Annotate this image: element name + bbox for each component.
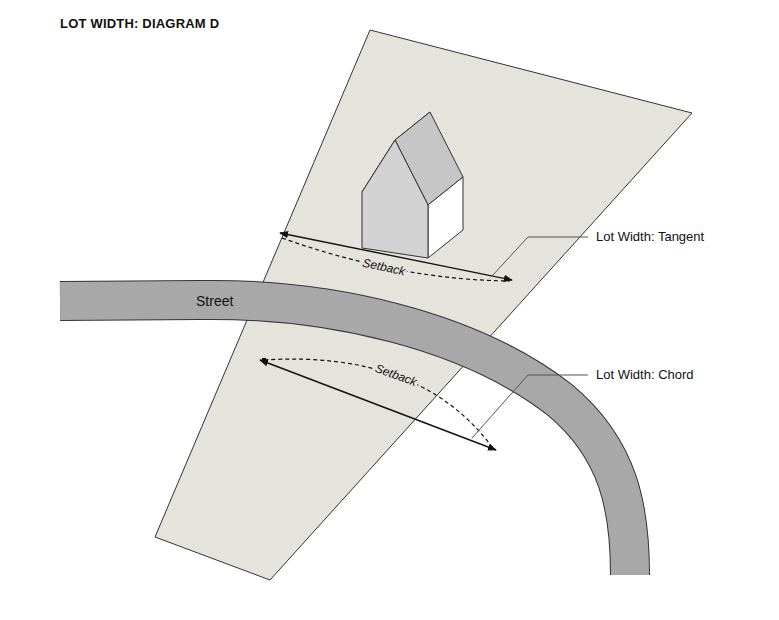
house-icon xyxy=(362,112,463,258)
street-name: Street xyxy=(196,293,233,309)
leader-line xyxy=(492,237,588,276)
street-band xyxy=(60,300,630,575)
setback-arc xyxy=(282,238,510,281)
chord-dimension xyxy=(260,360,496,450)
street-outline xyxy=(60,300,630,575)
tangent-dimension xyxy=(280,233,512,280)
house-side-wall xyxy=(428,177,463,258)
callout-label: Lot Width: Tangent xyxy=(594,230,706,245)
house-front-wall xyxy=(362,140,428,258)
setback-arc xyxy=(264,359,492,447)
leader-line xyxy=(472,375,588,438)
callout-label: Lot Width: Chord xyxy=(594,368,696,383)
diagram-title: LOT WIDTH: DIAGRAM D xyxy=(60,17,219,32)
